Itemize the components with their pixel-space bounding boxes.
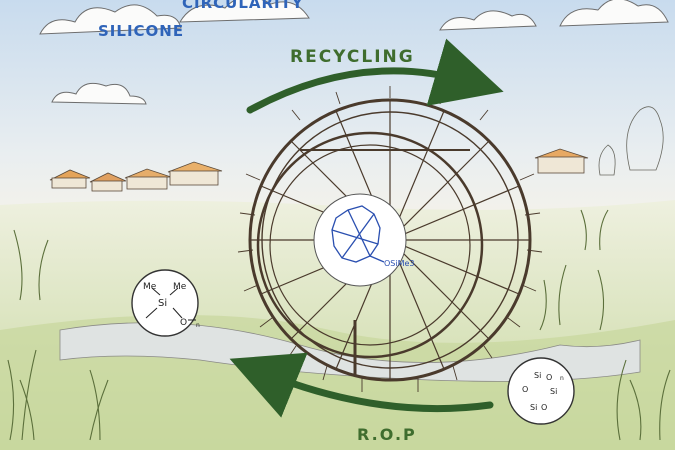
rop-label: R.O.P: [357, 425, 417, 444]
cloud-far-right: [559, 0, 669, 27]
village-left: [49, 161, 223, 192]
right-subscript: n: [560, 375, 564, 382]
title-word-circularity: CIRCULARITY: [182, 0, 304, 12]
right-si-1: Si: [534, 371, 541, 380]
recycling-label: RECYCLING: [290, 47, 415, 67]
recycling-arrow: [246, 38, 504, 114]
right-si-3: Si: [530, 403, 537, 412]
clouds: [39, 0, 669, 105]
grass-blades: [7, 209, 671, 441]
left-o: O: [180, 318, 187, 328]
crown-ring: [331, 205, 385, 263]
hub-substituent: OSiMe3: [384, 259, 415, 268]
cloud-title-right: [179, 0, 310, 23]
right-o-1: O: [522, 385, 528, 394]
left-me-1: Me: [143, 282, 157, 292]
right-si-2: Si: [550, 387, 557, 396]
right-o-2: O: [546, 373, 552, 382]
cloud-small: [51, 82, 147, 105]
left-si: Si: [158, 298, 167, 309]
left-subscript: n: [196, 322, 200, 329]
left-me-2: Me: [173, 282, 187, 292]
wheel-paddles: [237, 86, 543, 392]
hub-molecule: OSiMe3: [313, 193, 415, 287]
trees-right: [598, 106, 664, 176]
cloud-title-left: [39, 4, 182, 35]
rop-arrow: [229, 352, 494, 418]
right-molecule: Si Si Si O O O n: [507, 357, 575, 425]
village-right: [534, 148, 589, 174]
cloud-mid-right: [439, 10, 537, 31]
title-word-silicone: SILICONE: [98, 22, 184, 40]
right-o-3: O: [541, 403, 547, 412]
left-molecule: Me Me Si O n: [131, 269, 200, 337]
